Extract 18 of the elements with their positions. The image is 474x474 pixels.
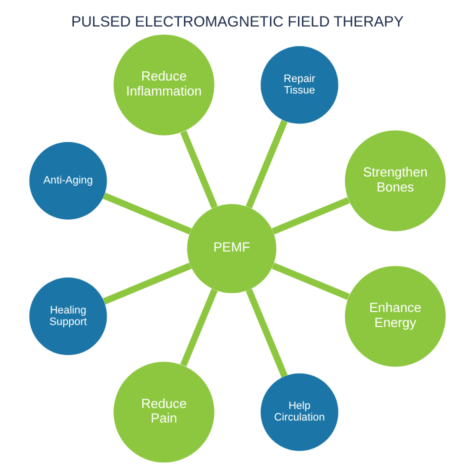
node-circle: Repair Tissue — [260, 46, 338, 124]
node-circle: Reduce Inflammation — [113, 34, 214, 136]
node-circle: PEMF — [186, 204, 276, 294]
connector — [271, 262, 350, 300]
connector — [180, 130, 218, 209]
diagram-title: PULSED ELECTROMAGNETIC FIELD THERAPY — [70, 14, 404, 31]
connector — [245, 288, 288, 378]
node-circle: Help Circulation — [260, 373, 338, 451]
node-circle: Anti-Aging — [28, 142, 106, 220]
node-circle: Enhance Energy — [344, 266, 446, 367]
connector — [102, 192, 192, 235]
connector — [245, 120, 288, 209]
node-circle: Strengthen Bones — [344, 130, 446, 232]
node-circle: Reduce Pain — [113, 362, 214, 463]
connector — [102, 262, 192, 304]
node-circle: Healing Support — [28, 278, 106, 356]
connector — [180, 288, 218, 367]
connector — [271, 197, 350, 235]
